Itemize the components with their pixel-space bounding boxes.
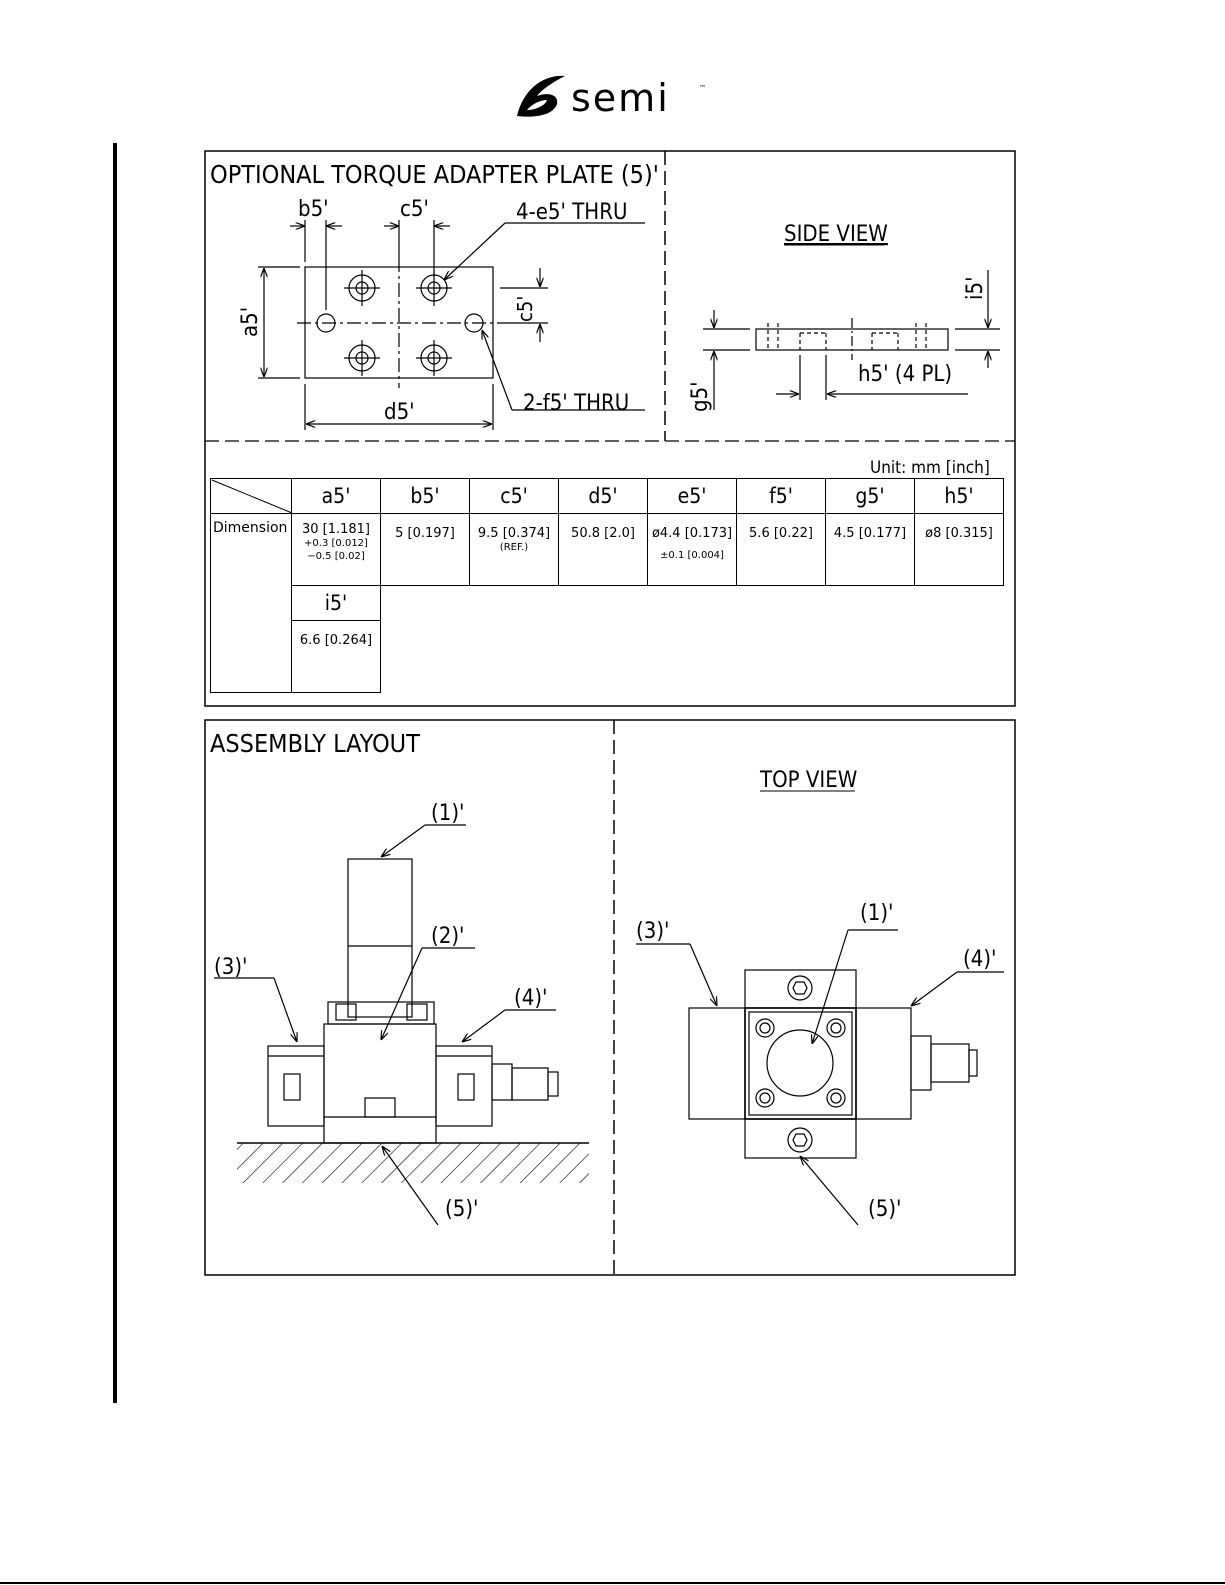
top-view-title: TOP VIEW (759, 768, 857, 793)
dim-d5-label: d5' (384, 400, 415, 425)
value-h5: ø8 [0.315] (914, 513, 1004, 586)
value-a5: 30 [1.181] +0.3 [0.012] −0.5 [0.02] (291, 513, 381, 586)
header-i5: i5' (291, 585, 381, 621)
value-f5: 5.6 [0.22] (736, 513, 826, 586)
unit-note: Unit: mm [inch] (870, 458, 990, 478)
logo-trademark: ™ (699, 84, 706, 92)
header-h5: h5' (914, 478, 1004, 514)
semi-swoosh-icon (517, 75, 565, 117)
plate-panel-frame (204, 150, 1016, 707)
value-b5: 5 [0.197] (380, 513, 470, 586)
callout-2-side: (2)' (431, 924, 464, 949)
dim-b5-label: b5' (298, 197, 329, 222)
value-d5: 50.8 [2.0] (558, 513, 648, 586)
assembly-side-drawing (214, 824, 589, 1226)
header-c5: c5' (469, 478, 559, 514)
callout-1-side: (1)' (431, 801, 464, 826)
value-c5: 9.5 [0.374](REF.) (469, 513, 559, 586)
table-corner-cell (210, 478, 292, 514)
assembly-title: ASSEMBLY LAYOUT (210, 729, 420, 758)
header-d5: d5' (558, 478, 648, 514)
callout-3-side: (3)' (214, 955, 247, 980)
page-bottom-rule (0, 1582, 1225, 1584)
callout-5-top: (5)' (868, 1197, 901, 1222)
dim-a5-label: a5' (238, 307, 263, 337)
assembly-panel-frame (204, 719, 1016, 1276)
dim-h5-label: h5' (4 PL) (858, 362, 952, 387)
plate-side-view (703, 270, 1000, 410)
dim-c5-right-label: c5' (513, 296, 537, 322)
dimension-table: a5' b5' c5' d5' e5' f5' g5' h5' Dimensio… (210, 478, 1004, 693)
plate-front-view (258, 220, 645, 430)
value-g5: 4.5 [0.177] (825, 513, 915, 586)
dim-i5-label: i5' (963, 276, 988, 300)
assembly-top-drawing (636, 929, 1004, 1226)
callout-4-side: (4)' (514, 986, 547, 1011)
revision-change-bar (113, 143, 117, 1403)
dim-g5-label: g5' (688, 381, 713, 412)
side-view-title: SIDE VIEW (784, 222, 888, 247)
f5-thru-callout: 2-f5' THRU (523, 391, 629, 416)
callout-3-top: (3)' (636, 919, 669, 944)
semi-logo: semi ™ (513, 70, 713, 122)
plate-title: OPTIONAL TORQUE ADAPTER PLATE (5)' (210, 160, 659, 189)
e5-thru-callout: 4-e5' THRU (516, 200, 627, 225)
value-i5: 6.6 [0.264] (291, 620, 381, 693)
logo-wordmark: semi (571, 76, 670, 120)
row-label-dimension: Dimension (210, 513, 292, 693)
header-e5: e5' (647, 478, 737, 514)
callout-1-top: (1)' (860, 901, 893, 926)
header-f5: f5' (736, 478, 826, 514)
header-a5: a5' (291, 478, 381, 514)
callout-5-side: (5)' (445, 1197, 478, 1222)
value-e5: ø4.4 [0.173]±0.1 [0.004] (647, 513, 737, 586)
header-b5: b5' (380, 478, 470, 514)
dim-c5-top-label: c5' (400, 197, 429, 222)
callout-4-top: (4)' (963, 947, 996, 972)
header-g5: g5' (825, 478, 915, 514)
